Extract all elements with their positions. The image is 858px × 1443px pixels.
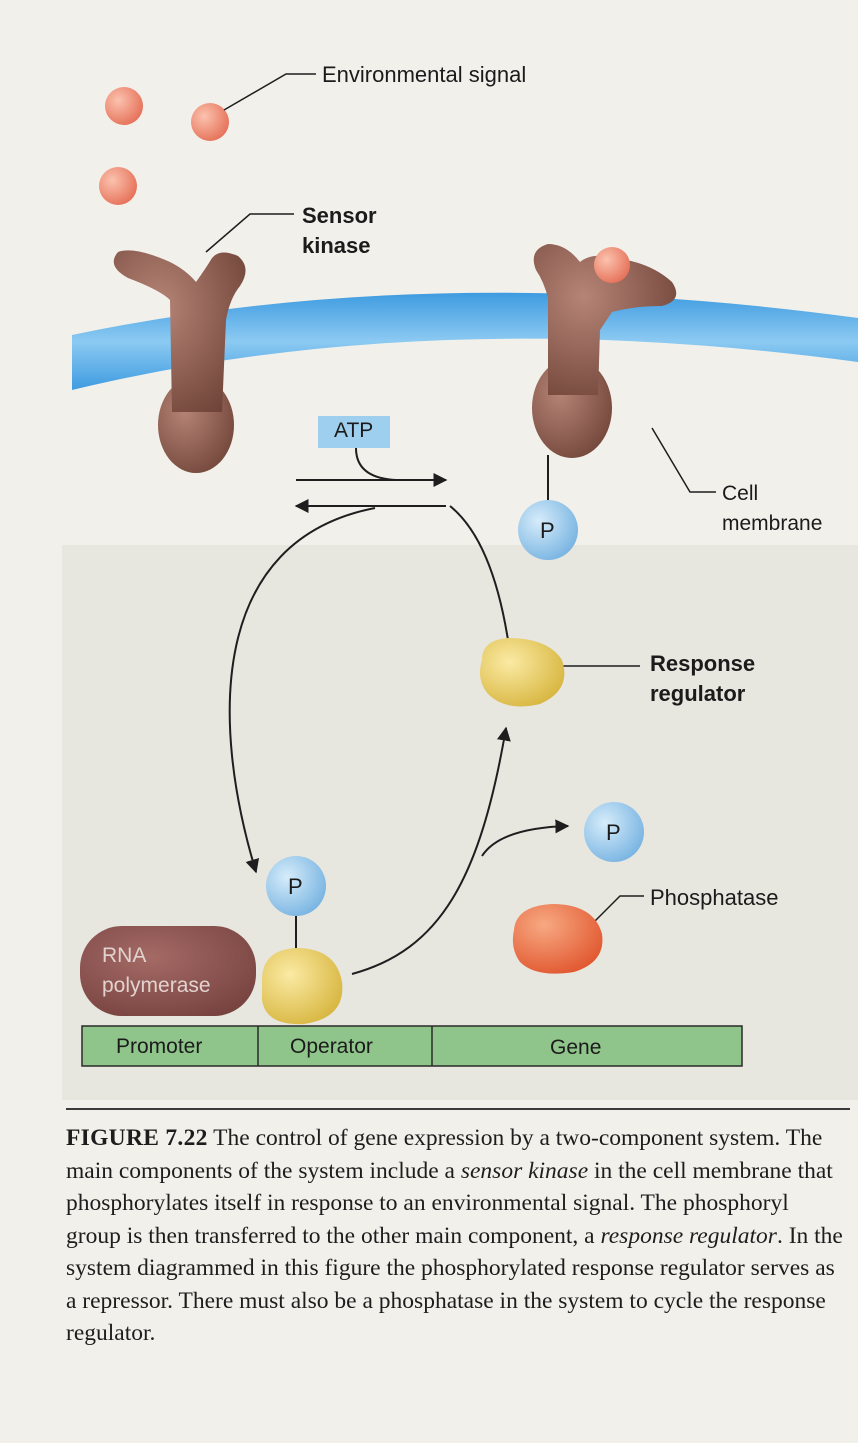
atp-input-arc xyxy=(356,448,396,480)
environmental-signal-label: Environmental signal xyxy=(322,62,526,88)
response-regulator-label-line1: Response xyxy=(650,651,755,677)
phosphatase-label: Phosphatase xyxy=(650,885,778,911)
caption-rule xyxy=(66,1108,850,1110)
dna-segment-promoter: Promoter xyxy=(116,1035,202,1059)
rna-polymerase xyxy=(80,926,256,1016)
cell-membrane-label-line1: Cell xyxy=(722,482,758,506)
diagram-panel xyxy=(62,545,858,1100)
figure-caption: FIGURE 7.22 The control of gene expressi… xyxy=(66,1122,846,1350)
phosphatase-enzyme xyxy=(513,904,603,974)
environmental-signal-leader xyxy=(224,74,316,110)
cell-membrane-leader xyxy=(652,428,716,492)
signal-molecule-bound xyxy=(594,247,630,283)
two-component-system-diagram xyxy=(0,0,858,1100)
dna-segment-gene: Gene xyxy=(550,1036,601,1060)
signal-molecule xyxy=(191,103,229,141)
caption-term: sensor kinase xyxy=(461,1158,588,1184)
rna-polymerase-label-line1: RNA xyxy=(102,944,146,968)
sensor-kinase-leader xyxy=(206,214,294,252)
response-regulator-label-line2: regulator xyxy=(650,681,745,707)
signal-molecule xyxy=(105,87,143,125)
figure-number: FIGURE 7.22 xyxy=(66,1125,208,1151)
bound-phosphoryl-label: P xyxy=(288,874,303,900)
dna-segment-operator: Operator xyxy=(290,1035,373,1059)
kinase-phosphoryl-label: P xyxy=(540,518,555,544)
atp-label: ATP xyxy=(334,419,373,443)
signal-molecule xyxy=(99,167,137,205)
cell-membrane-label-line2: membrane xyxy=(722,512,822,536)
sensor-kinase-label-line1: Sensor xyxy=(302,203,377,229)
sensor-kinase-label-line2: kinase xyxy=(302,233,371,259)
released-phosphoryl-label: P xyxy=(606,820,621,846)
bound-response-regulator xyxy=(262,948,342,1024)
rna-polymerase-label-line2: polymerase xyxy=(102,974,211,998)
caption-term: response regulator xyxy=(600,1223,776,1249)
